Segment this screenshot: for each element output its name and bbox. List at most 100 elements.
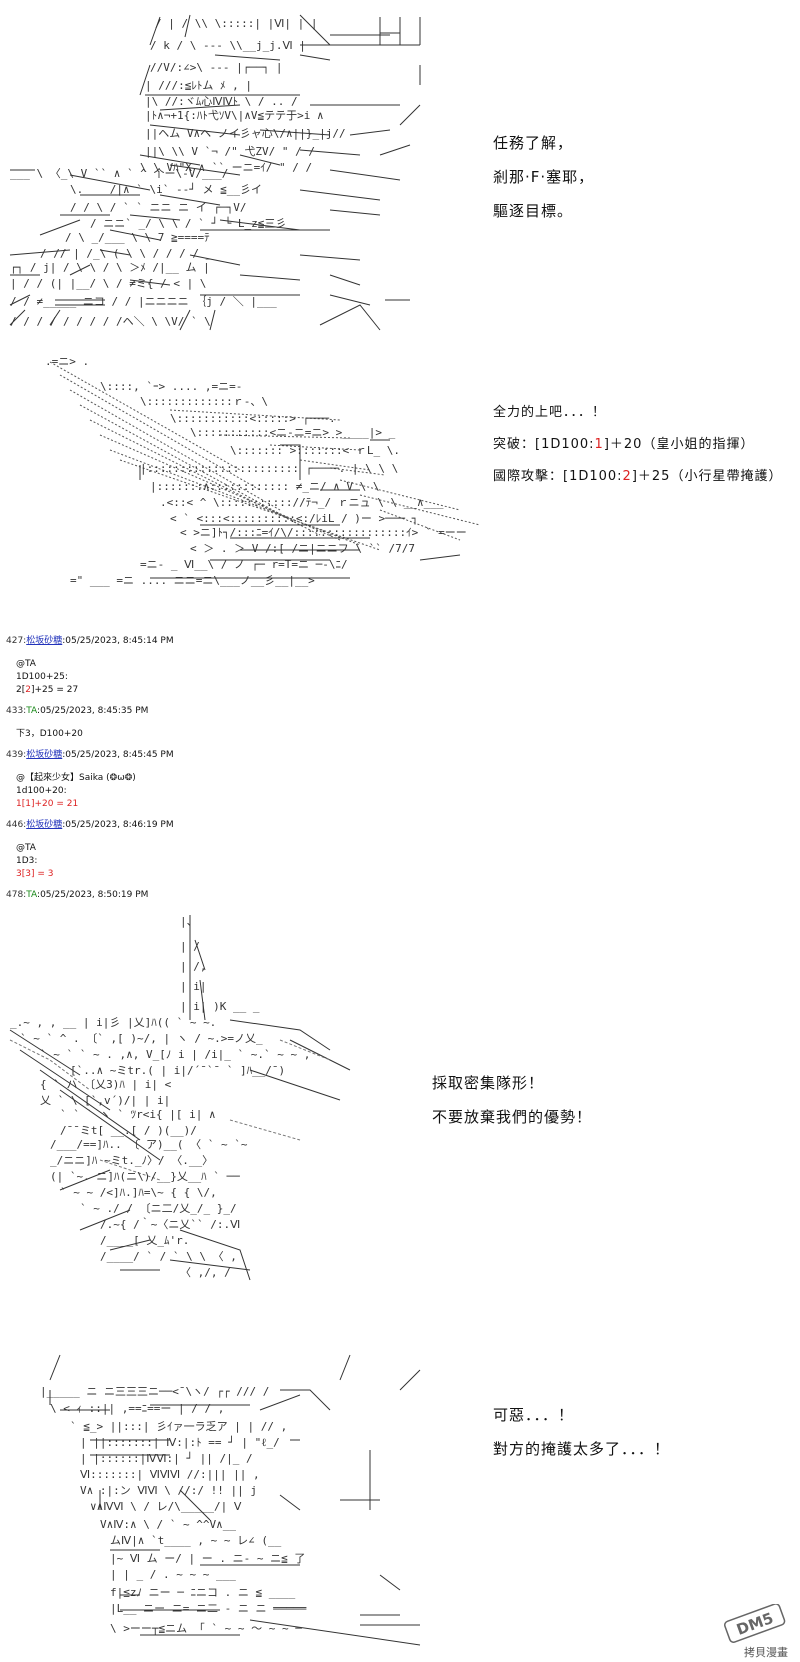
panel-1: / | / \\ \:::::| |Ⅵ| | | / k / \ --- \\_… (0, 0, 800, 345)
post-body: @TA 1D3: 3[3] = 3 (16, 842, 506, 881)
ascii-art-pilot-face: |_____ ニ ニ三三三ニ──<¯\ヽ/ ┌┌ /// / \ < ｨ ::|… (0, 1350, 440, 1655)
svg-text:| | _ / . ~ ~ ~ ___: | | _ / . ~ ~ ~ ___ (110, 1568, 236, 1581)
post-header: 433:TA:05/25/2023, 8:45:35 PM (6, 705, 506, 718)
svg-text:< >ニ]ﾄ┐/:::ﾆ=ｲ/\/:::::::::::::: < >ニ]ﾄ┐/:::ﾆ=ｲ/\/:::::::::::::::::ｲ> ` =… (180, 526, 467, 539)
dialog-line: 剎那·F·塞耶， (493, 168, 595, 186)
roll-text: 3[ (16, 869, 26, 879)
svg-text:` ~ ` ` ~ . ,∧, V_[ﾉ i | /i|: ` ~ ` ` ~ . ,∧, V_[ﾉ i | /i|_ ` ~.` ~ ~ … (40, 1048, 310, 1061)
author-link[interactable]: 松坂砂糖 (26, 820, 63, 830)
post-header: 439:松坂砂糖:05/25/2023, 8:45:45 PM (6, 749, 506, 762)
svg-text:=ニ‐ _ Ⅵ__\ / ノ ┌─ r=T=ニ ─-\ﾆ/: =ニ‐ _ Ⅵ__\ / ノ ┌─ r=T=ニ ─-\ﾆ/ (140, 558, 348, 571)
log-post: 433:TA:05/25/2023, 8:45:35 PM 下3，D100+20 (6, 705, 506, 741)
svg-text:/ \ _/___ \ \ 7 ≧====ﾃ: / \ _/___ \ \ 7 ≧====ﾃ (65, 231, 210, 244)
dialog-panel-2: 全力的上吧．．．！ 突破：[1D100:1]＋20（皇小姐的指揮） 國際攻擊：[… (493, 397, 782, 493)
roll-text: ]+25 = 27 (30, 685, 79, 695)
svg-text:〈 ,/, /: 〈 ,/, / (180, 1266, 231, 1279)
dice-log: 427:松坂砂糖:05/25/2023, 8:45:14 PM @TA 1D10… (6, 635, 506, 910)
svg-text:| ||:::::::| Ⅳ:|:ﾄ == ┘ |: | ||:::::::| Ⅳ:|:ﾄ == ┘ | "ℓ_/ (80, 1435, 280, 1449)
svg-text:V∧ :|:ン ⅥⅥ \ //:/ !! ||: V∧ :|:ン ⅥⅥ \ //:/ !! || j (80, 1484, 257, 1497)
svg-text:/ // | /_\ ( \ \ / / /: / // | /_\ ( \ \ / / / / _ (40, 247, 213, 260)
post-line: 1d100+20: (16, 786, 67, 796)
post-line: 下3，D100+20 (16, 729, 83, 739)
svg-text:\ >ーー┬≦ニム 「 ` ~ ~ 〜 ~ ~ ─: \ >ーー┬≦ニム 「 ` ~ ~ 〜 ~ ~ ─ (110, 1622, 302, 1635)
svg-text:| i|: | i| (180, 980, 207, 993)
svg-text:` ≦_> ||:::| 彡ｲァ一ラ乏ア | | //: ` ≦_> ||:::| 彡ｲァ一ラ乏ア | | // , (70, 1420, 287, 1433)
svg-text:\:::::::::::::ｒ-、\: \:::::::::::::ｒ-、\ (140, 395, 268, 408)
post-id: 433: (6, 706, 27, 716)
post-header: 427:松坂砂糖:05/25/2023, 8:45:14 PM (6, 635, 506, 648)
roll-value: 3 (25, 869, 31, 879)
svg-text:┌┐ / j| / \ \ / \ ＞ﾒ /|__ ム: ┌┐ / j| / \ \ / \ ＞ﾒ /|__ ム | (10, 261, 210, 274)
roll-text: 2[ (16, 685, 26, 695)
roll-value: 2 (25, 685, 31, 695)
post-date: :05/25/2023, 8:45:14 PM (62, 636, 174, 646)
dialog-line: 對方的掩護太多了．．．！ (493, 1440, 671, 1458)
svg-text:` ~ ` ^ . 〔` ,[ )~/, | ヽ /: ` ~ ` ^ . 〔` ,[ )~/, | ヽ / ~.>=ノ乂_ (20, 1032, 263, 1045)
svg-text:/ | / \\ \:::::| |Ⅵ| | |: / | / \\ \:::::| |Ⅵ| | | (155, 17, 317, 30)
svg-text:< ` <:::<::::::::::<:/ﾚiL / )ー: < ` <:::<::::::::::<:/ﾚiL / )ー >─── ┐ (170, 512, 418, 525)
post-header: 446:松坂砂糖:05/25/2023, 8:46:19 PM (6, 819, 506, 832)
roll-text: 1[ (16, 799, 26, 809)
post-date: :05/25/2023, 8:46:19 PM (62, 820, 174, 830)
svg-text:\.___ /|∧ ` \i` --┘ メ ≦__彡イ: \.___ /|∧ ` \i` --┘ メ ≦__彡イ (70, 182, 262, 196)
svg-text:\ \ Vﾊ"X ∧ `` ーニ=ｲ/ " / /: \ \ Vﾊ"X ∧ `` ーニ=ｲ/ " / / (140, 161, 312, 174)
svg-text:|ﾄ∧¬+1{:ﾊﾄ弋ｿV\|∧V≦テテ于>i ∧: |ﾄ∧¬+1{:ﾊﾄ弋ｿV\|∧V≦テテ于>i ∧ (145, 109, 324, 122)
dialog-panel-4-lines: 可惡．．．！ 對方的掩護太多了．．．！ (493, 1398, 670, 1466)
svg-text:| |::::::|ⅣⅥ:| ┘ || /|_: | |::::::|ⅣⅥ:| ┘ || /|_ / (80, 1451, 253, 1465)
svg-text:∨∧ⅣⅥ \ / レ/\_____/| Ⅴ: ∨∧ⅣⅥ \ / レ/\_____/| Ⅴ (90, 1500, 242, 1513)
svg-text:.=ニ> .: .=ニ> . (45, 355, 89, 368)
dice-roll-line: 國際攻擊：[1D100:2]＋25（小行星帶掩護） (493, 461, 782, 493)
svg-text:|::::::::::::::::::::::: ┌────: |::::::::::::::::::::::: ┌────. | \ \ \ (140, 462, 398, 475)
svg-text:\::::, `ｰ> .... ,=ニ=‐: \::::, `ｰ> .... ,=ニ=‐ (100, 380, 242, 393)
svg-text:|L__ ニー ニ= ニ二 - ニ ニ ═════: |L__ ニー ニ= ニ二 - ニ ニ ═════ (110, 1602, 307, 1615)
dm5-logo: DM5 (720, 1603, 790, 1656)
svg-text:/ k / \ --- \\__j_j.Ⅵ |: / k / \ --- \\__j_j.Ⅵ | (150, 39, 306, 52)
svg-text:/ / \ / ` ` ニニ ニ イ ┌─┐V/: / / \ / ` ` ニニ ニ イ ┌─┐V/ (70, 201, 246, 214)
svg-text:ムⅣ|∧ `t____ , ~ ~ レ∠ (__: ムⅣ|∧ `t____ , ~ ~ レ∠ (__ (110, 1534, 282, 1547)
roll-value: 2 (622, 469, 632, 484)
ascii-art-mecha-explosion: |、 | / | /, | i| | i| )K __ _ _.~ , , __… (0, 910, 380, 1290)
author-name: TA (26, 890, 38, 900)
log-post: 439:松坂砂糖:05/25/2023, 8:45:45 PM @【起來少女】S… (6, 749, 506, 811)
post-line: @TA (16, 659, 36, 669)
svg-text:||ヘム V∧ヘ ノイ彡ャ心\/∧||}_|j//: ||ヘム V∧ヘ ノイ彡ャ心\/∧||}_|j// (145, 127, 346, 140)
ascii-art-battleship: .=ニ> . \::::, `ｰ> .... ,=ニ=‐ \::::::::::… (40, 350, 490, 590)
svg-text:f|≦zﾉ ニー ─ ﾆニコ . ニ ≦ ____: f|≦zﾉ ニー ─ ﾆニコ . ニ ≦ ____ (110, 1586, 296, 1599)
post-id: 439: (6, 750, 27, 760)
svg-text:` ` ` ヽ ` ﾂr<i{ |[ i| ∧: ` ` ` ヽ ` ﾂr<i{ |[ i| ∧ (60, 1108, 216, 1121)
svg-text:| /: | / (180, 940, 200, 953)
dialog-line: 全力的上吧．．．！ (493, 405, 607, 420)
author-name: TA (26, 706, 38, 716)
svg-text://V/:∠>\ --- |┌──┐ |: //V/:∠>\ --- |┌──┐ | (150, 61, 282, 74)
post-date: :05/25/2023, 8:45:35 PM (37, 706, 149, 716)
svg-text:乂 ` \ [`,v´)/| | i|: 乂 ` \ [`,v´)/| | i| (40, 1094, 170, 1107)
post-line: @【起來少女】Saika (❂ω❂) (16, 773, 136, 783)
roll-text: ] = 3 (30, 869, 54, 879)
svg-text:\ < ｨ ::|| ,==ﾆ==ー | / / ,: \ < ｨ ::|| ,==ﾆ==ー | / / , (50, 1402, 224, 1415)
post-id: 427: (6, 636, 27, 646)
svg-text:\::::::: >:::::::< ｒL_ \.: \::::::: >:::::::< ｒL_ \. (230, 444, 400, 457)
post-header: 478:TA:05/25/2023, 8:50:19 PM (6, 889, 506, 902)
dialog-panel-3: 採取密集隊形！ 不要放棄我們的優勢！ (432, 1066, 592, 1134)
roll-label: 突破：[1D100: (493, 437, 595, 452)
svg-text:=" ___ =ニ .... ニニ=ニ\___ノ__彡__: =" ___ =ニ .... ニニ=ニ\___ノ__彡__|__> (70, 574, 315, 587)
svg-text:\:::::::::::<:::::> ┌───.: \:::::::::::<:::::> ┌───. (170, 412, 336, 425)
svg-text:< ＞ . ＞ V /:[ /ニ|ニニフ \ `` /: < ＞ . ＞ V /:[ /ニ|ニニフ \ `` /7/7 (190, 542, 415, 555)
svg-text:/ ニニ` _/ \ \ / ` ┘ └ L_z≦三彡: / ニニ` _/ \ \ / ` ┘ └ L_z≦三彡 (90, 216, 286, 230)
svg-text:_.~ , , __ | i|彡 |乂]ﾊ(( ` ~: _.~ , , __ | i|彡 |乂]ﾊ(( ` ~ ~. (10, 1016, 216, 1029)
ascii-art-mecha-head: / | / \\ \:::::| |Ⅵ| | | / k / \ --- \\_… (0, 5, 480, 340)
panel-2: .=ニ> . \::::, `ｰ> .... ,=ニ=‐ \::::::::::… (0, 345, 800, 605)
svg-text:|:::::::∧:::::::::::: ≠_ニ/ ∧ V: |:::::::∧:::::::::::: ≠_ニ/ ∧ V \ \ (150, 480, 380, 493)
svg-text:/____/ ` / ` \ \ 〈 ,: /____/ ` / ` \ \ 〈 , (100, 1250, 237, 1263)
dialog-line: 驅逐目標。 (493, 202, 574, 220)
panel-3: |、 | / | /, | i| | i| )K __ _ _.~ , , __… (0, 905, 800, 1305)
svg-text:V∧Ⅳ:∧ \ / ` ~ ^^V∧__: V∧Ⅳ:∧ \ / ` ~ ^^V∧__ (100, 1518, 236, 1531)
svg-text:/____[ 乂_ﾑ'r.: /____[ 乂_ﾑ'r. (100, 1234, 189, 1247)
svg-text:/___/==]ﾊ.. 〔 ア)__( 〈 ` ~: /___/==]ﾊ.. 〔 ア)__( 〈 ` ~ `~ (50, 1138, 248, 1151)
author-link[interactable]: 松坂砂糖 (26, 750, 63, 760)
svg-text:(| `~. ニ]ﾊ(ニ\)/__}乂__ﾊ ` ──: (| `~. ニ]ﾊ(ニ\)/__}乂__ﾊ ` ── (50, 1170, 240, 1183)
roll-suffix: ]＋25（小行星帶掩護） (631, 469, 783, 484)
svg-text:/.~{ /｀~〈ニ乂`` /:.Ⅵ: /.~{ /｀~〈ニ乂`` /:.Ⅵ (100, 1216, 240, 1231)
author-link[interactable]: 松坂砂糖 (26, 636, 63, 646)
post-body: @TA 1D100+25: 2[2]+25 = 27 (16, 658, 506, 697)
